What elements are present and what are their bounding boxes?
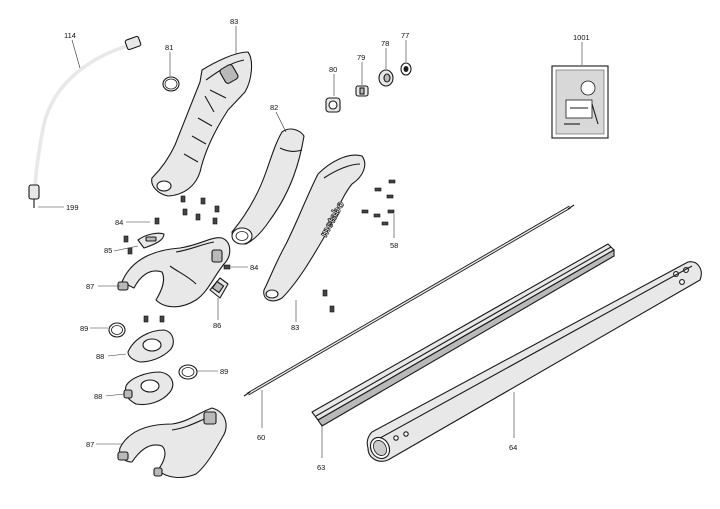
- label-89-top: 89: [80, 324, 88, 333]
- leader-88a: [107, 353, 127, 357]
- label-83-bottom: 83: [291, 323, 299, 332]
- part-87-bracket-bottom: [117, 407, 227, 479]
- label-199: 199: [66, 203, 79, 212]
- part-58-screws: [361, 179, 396, 226]
- label-88-bottom: 88: [94, 392, 102, 401]
- part-64-outer-tube: [366, 261, 702, 462]
- label-79: 79: [357, 53, 365, 62]
- part-63-guide-rail: [311, 243, 615, 427]
- label-77: 77: [401, 31, 409, 40]
- part-83-handle-top: [151, 51, 253, 197]
- part-86-clamp: [209, 277, 229, 299]
- part-89-o-ring-bottom: [178, 364, 198, 380]
- part-60-drive-shaft: [243, 204, 575, 397]
- part-87-bracket-top: [117, 237, 231, 308]
- leader-82: [275, 111, 287, 133]
- label-84-right: 84: [250, 263, 258, 272]
- label-87-top: 87: [86, 282, 94, 291]
- label-84-left: 84: [115, 218, 123, 227]
- label-78: 78: [381, 39, 389, 48]
- label-86: 86: [213, 321, 221, 330]
- part-77-ring: [400, 62, 412, 76]
- part-82-sleeve: [231, 128, 305, 245]
- part-84-screws: [123, 195, 220, 255]
- part-79-coupler: [355, 85, 369, 97]
- leader-85: [113, 245, 139, 252]
- label-89-bottom: 89: [220, 367, 228, 376]
- label-1001: 1001: [573, 33, 590, 42]
- part-88-collar-top: [127, 329, 174, 363]
- part-85-clip: [137, 232, 165, 249]
- label-81: 81: [165, 43, 173, 52]
- label-85: 85: [104, 246, 112, 255]
- label-60: 60: [257, 433, 265, 442]
- label-114: 114: [64, 31, 76, 40]
- part-84-screw-right: [223, 264, 231, 270]
- label-88-top: 88: [96, 352, 104, 361]
- label-82: 82: [270, 103, 278, 112]
- part-78-bearing: [378, 69, 394, 87]
- part-88-screws: [143, 315, 165, 323]
- label-63: 63: [317, 463, 325, 472]
- leader-88b: [105, 393, 125, 397]
- part-88-collar-bottom: [123, 371, 174, 406]
- label-87-bottom: 87: [86, 440, 94, 449]
- label-64: 64: [509, 443, 517, 452]
- label-58: 58: [390, 241, 398, 250]
- part-114-flex-cable: [28, 35, 142, 208]
- part-80-nut: [325, 97, 341, 113]
- leader-114: [71, 39, 81, 69]
- label-83-top: 83: [230, 17, 238, 26]
- label-80: 80: [329, 65, 337, 74]
- part-1001-label: [551, 65, 609, 139]
- part-83-screws: [322, 289, 335, 313]
